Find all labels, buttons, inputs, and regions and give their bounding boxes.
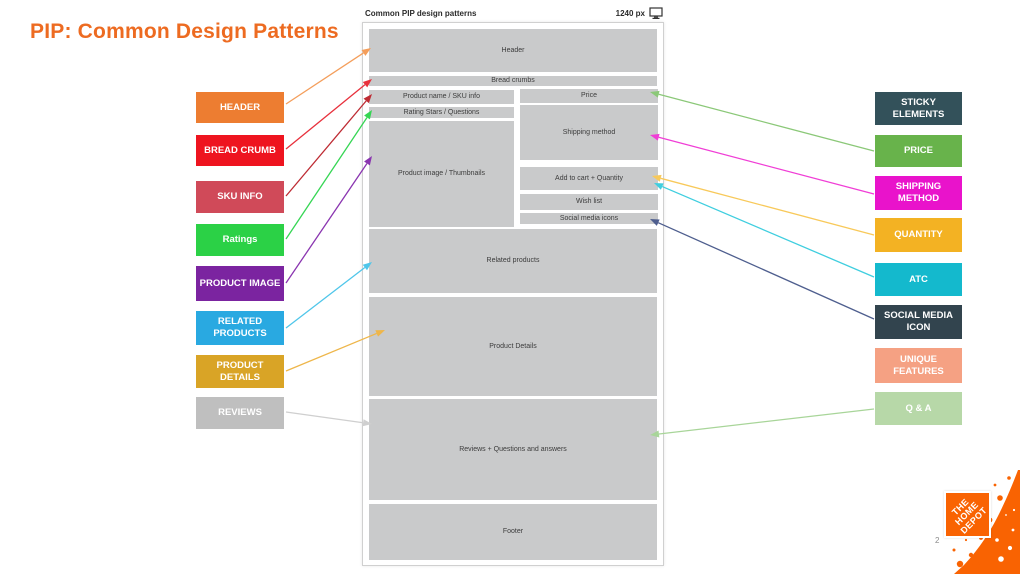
wireframe-product-name: Product name / SKU info xyxy=(369,90,514,104)
connector-line-atc xyxy=(662,185,875,278)
viewport-size: 1240 px xyxy=(616,7,664,19)
connector-line-related-products xyxy=(285,266,366,329)
label-ratings: Ratings xyxy=(196,224,284,256)
wireframe-panel: Header Bread crumbs Product name / SKU i… xyxy=(362,22,664,566)
connector-line-sku-info xyxy=(285,100,367,197)
connector-line-q-and-a xyxy=(658,408,875,435)
wireframe-meta: Common PIP design patterns 1240 px xyxy=(362,6,664,20)
connector-line-ratings xyxy=(285,117,368,240)
connector-line-social-media xyxy=(657,222,875,320)
wireframe-caption: Common PIP design patterns xyxy=(365,8,477,18)
wireframe-reviews-qa: Reviews + Questions and answers xyxy=(369,399,657,500)
wireframe-breadcrumbs: Bread crumbs xyxy=(369,76,657,86)
label-header: HEADER xyxy=(196,92,284,123)
wireframe-add-to-cart: Add to cart + Quantity xyxy=(520,167,658,190)
label-sku-info: SKU INFO xyxy=(196,181,284,213)
connector-line-product-image xyxy=(285,163,368,284)
home-depot-logo: THE HOME DEPOT xyxy=(944,491,991,538)
label-q-and-a: Q & A xyxy=(875,392,962,425)
viewport-width-label: 1240 px xyxy=(615,8,645,18)
label-sticky-elements: STICKY ELEMENTS xyxy=(875,92,962,125)
monitor-icon xyxy=(649,7,663,19)
wireframe-footer: Footer xyxy=(369,504,657,560)
wireframe-header: Header xyxy=(369,29,657,72)
connector-line-price xyxy=(658,93,875,152)
wireframe-shipping-method: Shipping method xyxy=(520,105,658,160)
connector-line-reviews xyxy=(285,411,364,424)
wireframe-product-image: Product image / Thumbnails xyxy=(369,121,514,227)
label-quantity: QUANTITY xyxy=(875,218,962,252)
label-social-media-icon: SOCIAL MEDIA ICON xyxy=(875,305,962,339)
connector-line-header xyxy=(285,52,364,105)
label-reviews: REVIEWS xyxy=(196,397,284,429)
label-shipping-method: SHIPPING METHOD xyxy=(875,176,962,210)
page-number: 2 xyxy=(935,536,940,545)
label-atc: ATC xyxy=(875,263,962,296)
label-product-image: PRODUCT IMAGE xyxy=(196,266,284,301)
label-bread-crumb: BREAD CRUMB xyxy=(196,135,284,166)
label-unique-features: UNIQUE FEATURES xyxy=(875,348,962,383)
wireframe-rating-stars: Rating Stars / Questions xyxy=(369,107,514,118)
wireframe-product-details: Product Details xyxy=(369,297,657,396)
label-related-products: RELATED PRODUCTS xyxy=(196,311,284,345)
wireframe-price: Price xyxy=(520,89,658,103)
label-price: PRICE xyxy=(875,135,962,167)
wireframe-wish-list: Wish list xyxy=(520,194,658,210)
connector-line-bread-crumb xyxy=(285,84,366,150)
connector-line-shipping-method xyxy=(658,136,875,195)
page-title: PIP: Common Design Patterns xyxy=(30,20,339,43)
label-product-details: PRODUCT DETAILS xyxy=(196,355,284,388)
connector-line-quantity xyxy=(660,177,875,236)
wireframe-social-icons: Social media icons xyxy=(520,213,658,224)
wireframe-related-products: Related products xyxy=(369,229,657,293)
home-depot-logo-text: THE HOME DEPOT xyxy=(949,496,989,536)
